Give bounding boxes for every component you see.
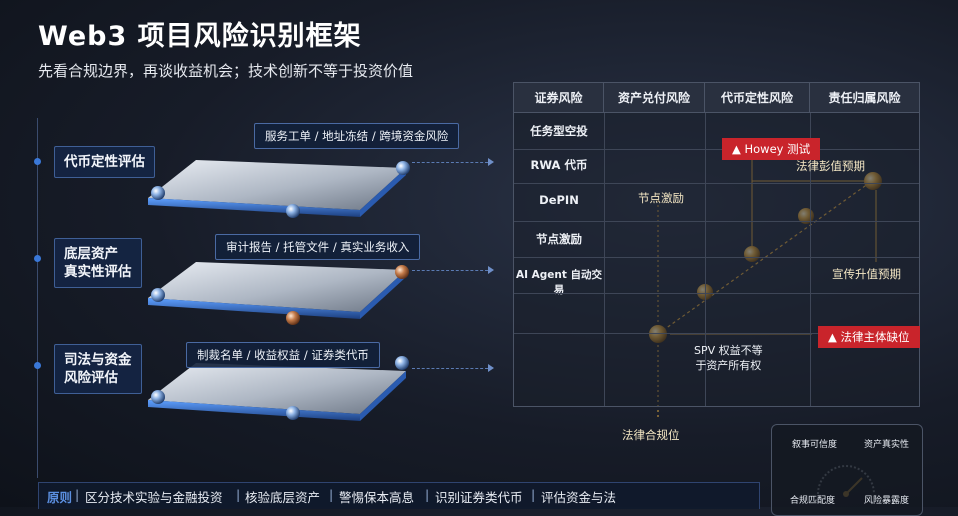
connector-line [412,162,488,163]
column-header: 资产兑付风险 [604,83,705,113]
stage-tag: 审计报告 / 托管文件 / 真实业务收入 [215,234,421,260]
page-title: Web3 项目风险识别框架 [38,21,362,52]
principle-item: 警惕保本高息 [339,490,415,505]
column-header: 代币定性风险 [705,83,810,113]
principle-item: 区分技术实验与金融投资 [85,490,223,505]
gauge-label: 风险暴露度 [864,496,910,506]
legal-entity-tag: ▲ 法律主体缺位 [818,326,920,348]
connector-line [412,368,488,369]
annotation-legal-compliance: 法律合规位 [622,428,680,442]
platform-3 [148,356,409,421]
gauge-label: 资产真实性 [864,440,910,450]
timeline-dot [34,362,41,369]
stage-label-asset: 底层资产 真实性评估 [54,238,142,288]
stage-tag: 制裁名单 / 收益权益 / 证券类代币 [186,342,380,368]
platform-2 [148,262,409,325]
annotation-promo-expect: 宣传升值预期 [832,267,901,281]
stage-label-judicial: 司法与资金 风险评估 [54,344,142,394]
principle-item: 核验底层资产 [245,490,321,505]
arrow-right-icon [488,158,494,166]
timeline-dot [34,255,41,262]
gauge-panel: 叙事可信度 资产真实性 合规匹配度 风险暴露度 [771,424,923,516]
arrow-right-icon [488,266,494,274]
timeline-line [37,118,38,478]
connector-line [412,270,488,271]
row-header: DePIN [539,193,579,207]
row-header: RWA 代币 [530,158,588,172]
column-header: 证券风险 [514,83,604,113]
stage-label-token: 代币定性评估 [54,146,155,178]
page-subtitle: 先看合规边界，再谈收益机会；技术创新不等于投资价值 [38,62,414,80]
annotation-legal-expect: 法律彭值预期 [796,159,865,173]
annotation-node-incentive: 节点激励 [638,191,684,205]
platform-1 [148,160,410,218]
principle-item: 评估资金与法 [541,490,617,505]
principle-item: 识别证券类代币 [435,490,523,505]
howey-tag: ▲ Howey 测试 [722,138,821,160]
annotation-spv: SPV 权益不等 于资产所有权 [694,344,763,372]
principles-label: 原则 [47,490,73,505]
gauge-label: 叙事可信度 [792,440,838,450]
risk-matrix: 证券风险 资产兑付风险 代币定性风险 责任归属风险 任务型空投 RWA 代币 D… [513,82,920,407]
row-header: AI Agent 自动交易 [515,269,603,296]
stage-tag: 服务工单 / 地址冻结 / 跨境资金风险 [254,123,460,149]
row-header: 节点激励 [536,232,582,246]
row-header: 任务型空投 [530,124,588,138]
principles-bar: 原则 | 区分技术实验与金融投资 | 核验底层资产 | 警惕保本高息 | 识别证… [38,482,760,509]
arrow-right-icon [488,364,494,372]
timeline-dot [34,158,41,165]
gauge-label: 合规匹配度 [790,496,836,506]
column-header: 责任归属风险 [810,83,919,113]
